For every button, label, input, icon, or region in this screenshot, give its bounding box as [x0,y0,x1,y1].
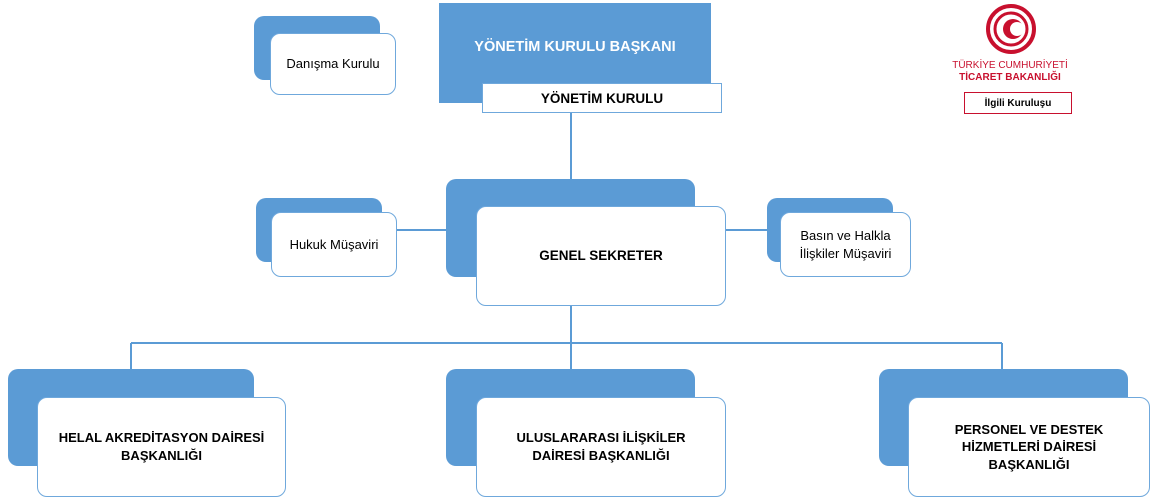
press-advisor-line2: İlişkiler Müşaviri [799,245,892,261]
ministry-emblem-icon [986,4,1036,54]
logo-line2: TİCARET BAKANLIĞI [959,71,1061,83]
affiliate-badge: İlgili Kuruluşu [964,92,1072,114]
department-box-helal: HELAL AKREDİTASYON DAİRESİ BAŞKANLIĞI [37,397,286,497]
department-line3: BAŞKANLIĞI [988,456,1070,472]
department-line1: HELAL AKREDİTASYON DAİRESİ [58,430,265,446]
department-line2: BAŞKANLIĞI [121,448,202,463]
advisory-board-label: Danışma Kurulu [286,56,380,72]
department-line2: DAİRESİ BAŞKANLIĞI [532,448,670,463]
legal-advisor-box: Hukuk Müşaviri [271,212,397,277]
board-title: YÖNETİM KURULU [540,90,664,106]
ministry-logo: TÜRKİYE CUMHURİYETİ TİCARET BAKANLIĞI İl… [940,4,1080,116]
press-advisor-box: Basın ve Halkla İlişkiler Müşaviri [780,212,911,277]
department-line1: PERSONEL VE DESTEK [954,421,1104,437]
department-box-international: ULUSLARARASI İLİŞKİLER DAİRESİ BAŞKANLIĞ… [476,397,726,497]
affiliate-badge-label: İlgili Kuruluşu [984,97,1052,109]
legal-advisor-label: Hukuk Müşaviri [289,236,379,252]
secretary-title: GENEL SEKRETER [539,247,663,263]
department-line1: ULUSLARARASI İLİŞKİLER [516,430,686,446]
chairman-title: YÖNETİM KURULU BAŞKANI [474,39,676,55]
board-box: YÖNETİM KURULU [482,83,722,113]
secretary-box: GENEL SEKRETER [476,206,726,306]
department-box-personnel: PERSONEL VE DESTEK HİZMETLERİ DAİRESİ BA… [908,397,1150,497]
press-advisor-line1: Basın ve Halkla [800,227,891,243]
logo-line1: TÜRKİYE CUMHURİYETİ [952,60,1068,71]
advisory-board-box: Danışma Kurulu [270,33,396,95]
department-line2: HİZMETLERİ DAİRESİ [961,439,1097,455]
